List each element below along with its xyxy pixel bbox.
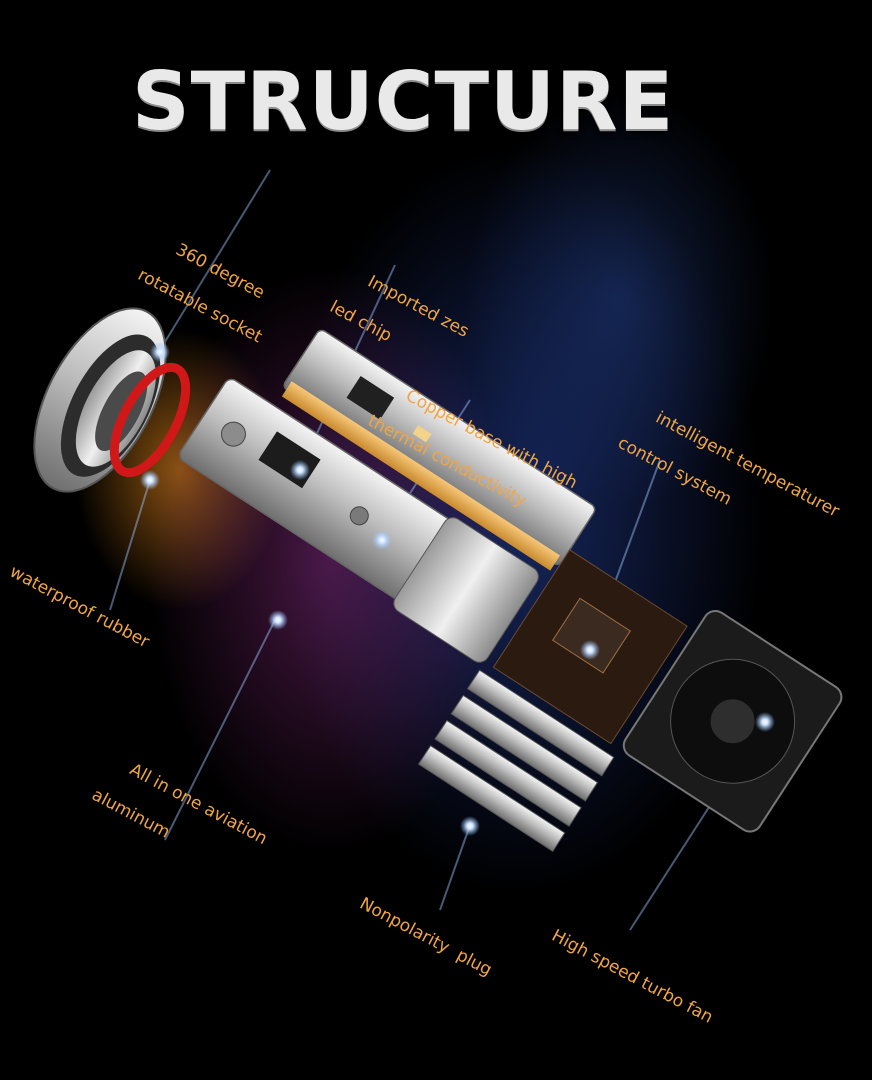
control-chip bbox=[552, 597, 631, 674]
neck-cylinder bbox=[393, 517, 539, 663]
pointer-rubber bbox=[109, 479, 151, 611]
pointer-aluminum bbox=[164, 619, 276, 841]
copper-base bbox=[281, 381, 561, 571]
pointer-plug bbox=[439, 824, 471, 911]
led-chip bbox=[412, 425, 432, 443]
page-title: STRUCTURE bbox=[132, 55, 675, 148]
pointer-socket bbox=[159, 169, 271, 351]
screw-hole bbox=[220, 421, 246, 447]
fan-hub bbox=[710, 699, 755, 744]
bulb-body bbox=[179, 329, 843, 852]
highlight-points bbox=[140, 342, 775, 836]
screw-hole-2 bbox=[349, 506, 369, 526]
heat-sink bbox=[417, 669, 615, 852]
chip-window bbox=[346, 375, 395, 420]
waterproof-rubber-ring bbox=[109, 362, 191, 478]
